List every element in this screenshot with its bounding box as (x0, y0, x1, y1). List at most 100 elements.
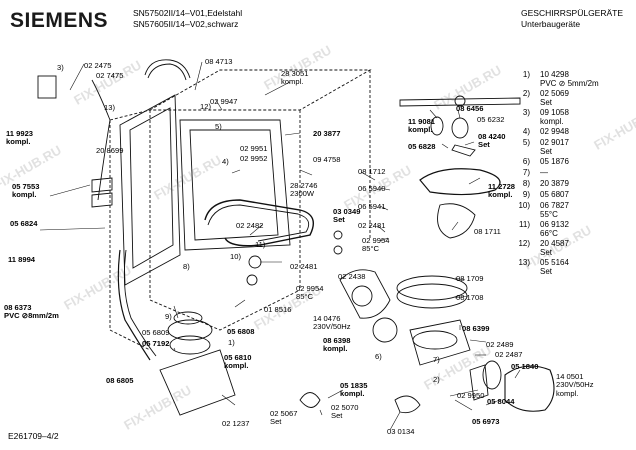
brand-logo: SIEMENS (10, 9, 109, 32)
part-label-119923: 11 9923 kompl. (6, 129, 34, 147)
callout-1: 1) (228, 338, 235, 347)
callout-13: 13) (104, 103, 115, 112)
filter-ring (396, 275, 468, 301)
part-label-144476: 14 0476 230V/50Hz (313, 314, 351, 332)
legend-num: 4) (522, 127, 530, 136)
part-label-018516: 01 8516 (264, 305, 292, 314)
callout-6: 6) (375, 352, 382, 361)
part-label-029951: 02 9951 (240, 144, 268, 153)
legend-num: 11) (519, 220, 530, 229)
legend-text: 02 9017 Set (540, 138, 569, 156)
part-label-056828: 05 6828 (408, 142, 436, 151)
model-line-2: SN57605II/14–V02,schwarz (133, 19, 239, 29)
part-label-057553: 05 7553 kompl. (12, 182, 40, 200)
legend-num: 2) (522, 89, 530, 98)
legend-text: 10 4298 PVC ⊘ 5mm/2m (540, 70, 599, 88)
door-frame (119, 94, 181, 286)
callout-2: 2) (433, 375, 440, 384)
sump-housing (159, 349, 236, 416)
doc-code: E261709–4/2 (8, 431, 59, 441)
part-label-065941: 06 5941 (358, 202, 386, 211)
part-label-022489: 02 2489 (486, 340, 514, 349)
part-label-051840: 05 1840 (511, 362, 539, 371)
part-label-025067: 02 5067 Set (270, 409, 298, 427)
part-label-027475: 02 7475 (96, 71, 124, 80)
part-label-118994: 11 8994 (8, 255, 36, 264)
part-label-022481b: 02 2481 (358, 221, 386, 230)
part-label-057192: 05 7192 (142, 339, 170, 348)
part-label-025070: 02 5070 Set (331, 403, 359, 421)
category-line-2: Unterbaugeräte (521, 19, 581, 29)
callout-9: 9) (165, 312, 172, 321)
part-label-022481a: 02 2481 (290, 262, 318, 271)
heating-element (204, 199, 314, 247)
part-label-056810: 05 6810 kompl. (224, 353, 252, 371)
legend-num: 10) (518, 201, 530, 210)
part-label-203877: 20 3877 (313, 129, 341, 138)
legend-text: — (540, 168, 548, 177)
legend-text: 05 1876 (540, 157, 569, 166)
category-line-1: GESCHIRRSPÜLGERÄTE (521, 8, 624, 18)
part-label-022475: 02 2475 (84, 61, 112, 70)
part-label-140501: 14 0501 230V/50Hz kompl. (556, 372, 594, 398)
legend-num: 1) (522, 70, 530, 79)
legend-num: 7) (522, 168, 530, 177)
legend-num: 9) (522, 190, 530, 199)
legend-text: 02 5069 Set (540, 89, 569, 107)
part-label-282746: 28 2746 2300W (290, 181, 318, 199)
part-label-208699: 20 8699 (96, 146, 124, 155)
part-label-056809: 05 6809 (142, 328, 170, 337)
part-label-051835: 05 1835 kompl. (340, 381, 368, 399)
legend-num: 13) (518, 258, 530, 267)
part-label-056232: 05 6232 (477, 115, 505, 124)
part-label-283051: 28 3051 kompl. (281, 69, 309, 87)
callout-4: 4) (222, 157, 229, 166)
part-label-065940: 06 5940 (358, 184, 386, 193)
part-label-022482: 02 2482 (236, 221, 264, 230)
filter-housing (409, 319, 471, 366)
callout-11: 11) (255, 240, 266, 249)
left-hose (117, 249, 151, 361)
part-label-029954a: 02 9954 85°C (296, 284, 324, 302)
legend-num: 6) (522, 157, 530, 166)
callout-10: 10) (230, 252, 241, 261)
legend-num: 8) (522, 179, 530, 188)
legend-text: 05 6807 (540, 190, 569, 199)
part-label-022487: 02 2487 (495, 350, 523, 359)
part-label-086399: 08 6399 (462, 324, 490, 333)
part-label-081712: 08 1712 (358, 167, 386, 176)
part-label-094758: 09 4758 (313, 155, 341, 164)
part-label-030349: 03 0349 Set (333, 207, 361, 225)
part-label-086373: 08 6373 PVC ⊘8mm/2m (4, 303, 59, 321)
part-label-084240: 08 4240 Set (478, 132, 506, 150)
legend-text: 06 7827 55°C (540, 201, 569, 219)
part-label-086805: 08 6805 (106, 376, 134, 385)
legend-num: 3) (522, 108, 530, 117)
part-label-022438: 02 2438 (338, 272, 366, 281)
part-label-056808: 05 6808 (227, 327, 255, 336)
tub-body (148, 69, 372, 111)
part-label-030134: 03 0134 (387, 427, 415, 436)
callout-5: 5) (215, 122, 222, 131)
legend-text: 20 4587 Set (540, 239, 569, 257)
callout-8: 8) (183, 262, 190, 271)
legend-num: 5) (522, 138, 530, 147)
part-label-084713: 08 4713 (205, 57, 233, 66)
part-label-056973: 05 6973 (472, 417, 500, 426)
part-label-029954b: 02 9954 85°C (362, 236, 390, 254)
callout-7: 7) (433, 355, 440, 364)
lower-spray-arm (419, 168, 501, 196)
part-label-029952: 02 9952 (240, 154, 268, 163)
legend-text: 05 5164 Set (540, 258, 569, 276)
part-label-029947: 02 9947 (210, 97, 238, 106)
inner-panel (179, 119, 291, 251)
legend-num: 12) (518, 239, 530, 248)
part-label-119081: 11 9081 kompl. (408, 117, 436, 135)
top-hose (144, 59, 191, 79)
callout-3: 3) (57, 63, 64, 72)
part-label-086456: 08 6456 (456, 104, 484, 113)
drain-pump (504, 365, 555, 412)
spray-nozzle (437, 203, 476, 239)
upper-spray-arm (399, 97, 521, 107)
